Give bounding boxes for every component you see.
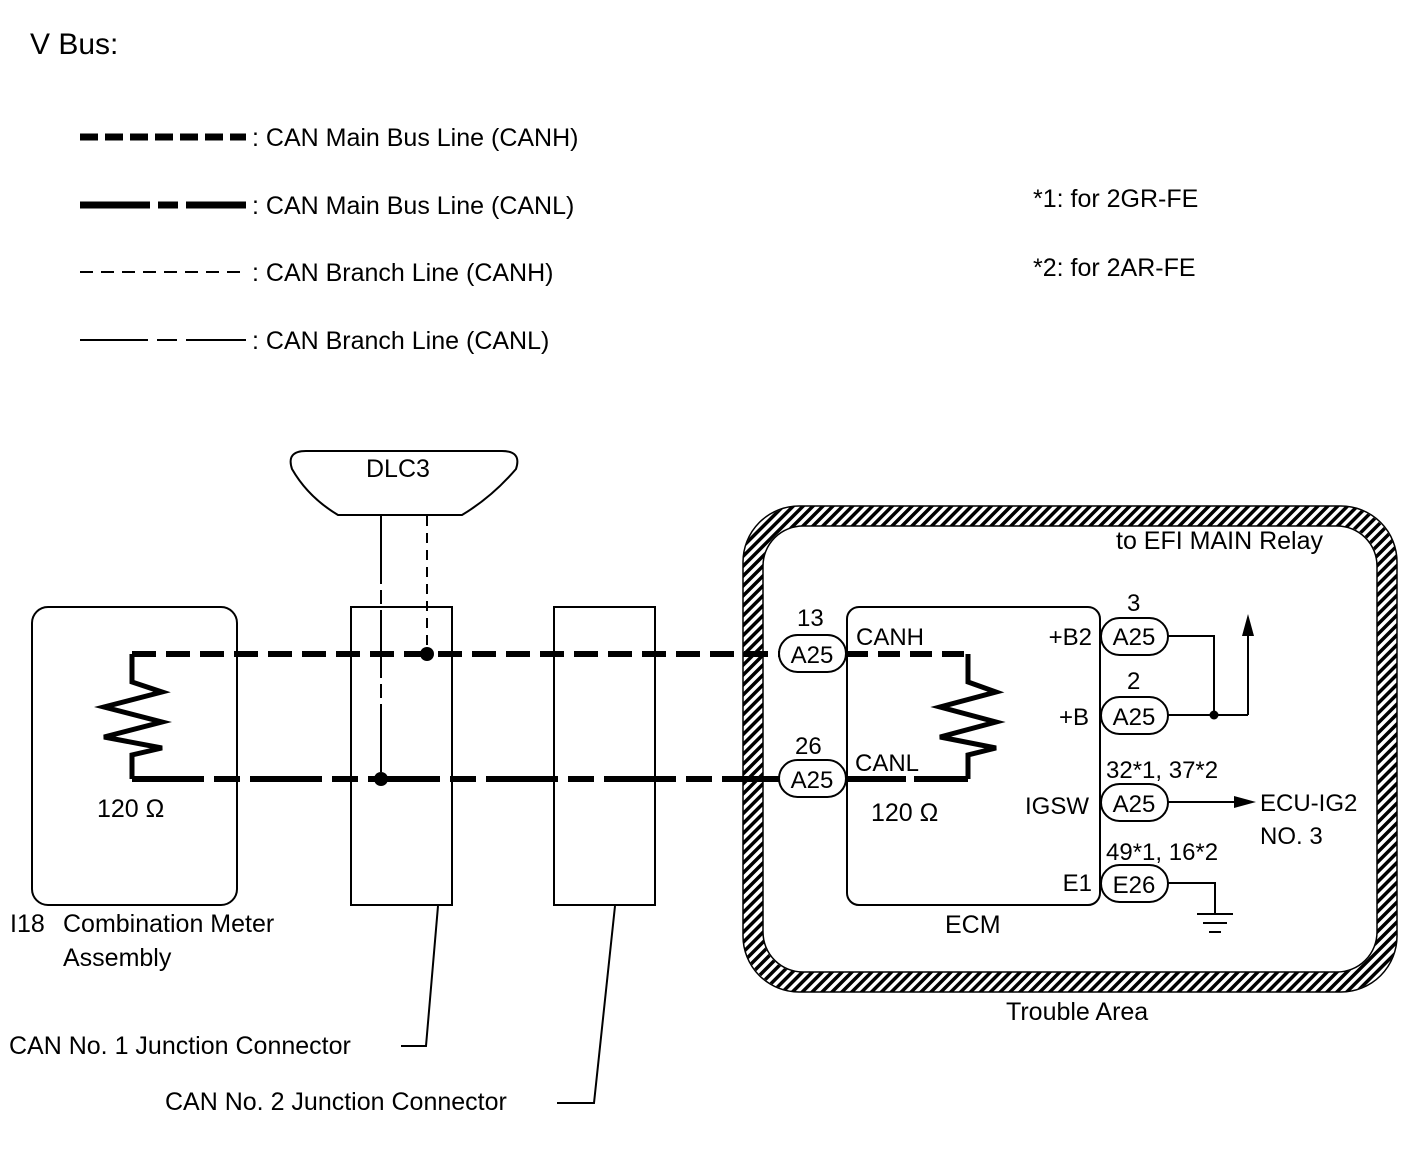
b-pin-number: 2	[1127, 668, 1140, 695]
canh-connector-code: A25	[791, 642, 834, 669]
igsw-connector-code: A25	[1113, 791, 1156, 818]
ecu-ig2-label-line2: NO. 3	[1260, 823, 1323, 850]
igsw-signal: IGSW	[1025, 793, 1089, 820]
ecu-ig2-arrow-icon	[1234, 796, 1256, 808]
ecm-label: ECM	[945, 911, 1001, 939]
junction2-label: CAN No. 2 Junction Connector	[165, 1088, 507, 1116]
page-title: V Bus:	[30, 28, 118, 61]
dlc3-label: DLC3	[366, 455, 430, 483]
b2-wire	[1168, 635, 1215, 715]
legend: : CAN Main Bus Line (CANH) : CAN Main Bu…	[80, 124, 578, 355]
b-signal: +B	[1059, 704, 1089, 731]
dlc3-connector	[289, 450, 519, 516]
junction-connector-1-box	[350, 606, 453, 906]
junction-connector-2-box	[553, 606, 656, 906]
canh-splice-point	[420, 647, 434, 661]
trouble-area-inner-border	[762, 525, 1378, 973]
power-splice-point	[1209, 710, 1219, 720]
ecm-resistor	[930, 654, 1006, 779]
meter-code: I18	[10, 910, 45, 938]
e1-signal: E1	[1063, 870, 1092, 897]
e1-ground-wire	[1168, 882, 1216, 914]
ground-icon	[1197, 913, 1233, 933]
efi-relay-arrow-icon	[1242, 614, 1254, 636]
legend-label-main-canl: : CAN Main Bus Line (CANL)	[252, 192, 574, 220]
canh-connector-oval	[778, 634, 847, 673]
legend-label-branch-canh: : CAN Branch Line (CANH)	[252, 259, 553, 287]
b2-pin-number: 3	[1127, 590, 1140, 617]
canh-pin-number: 13	[797, 605, 824, 632]
junction1-label: CAN No. 1 Junction Connector	[9, 1032, 351, 1060]
ecu-ig2-label-line1: ECU-IG2	[1260, 790, 1357, 817]
canl-pin-number: 26	[795, 733, 822, 760]
legend-label-main-canh: : CAN Main Bus Line (CANH)	[252, 124, 578, 152]
trouble-area-frame	[743, 506, 1397, 992]
canh-signal: CANH	[856, 624, 924, 651]
note-2gr-fe: *1: for 2GR-FE	[1033, 185, 1198, 213]
b2-signal: +B2	[1049, 624, 1092, 651]
junction1-leader	[401, 905, 439, 1047]
e1-connector-code: E26	[1113, 872, 1156, 899]
legend-label-branch-canl: : CAN Branch Line (CANL)	[252, 327, 549, 355]
meter-name-line1: Combination Meter	[63, 910, 274, 938]
e1-pin-number: 49*1, 16*2	[1106, 839, 1218, 866]
canl-splice-point	[374, 772, 388, 786]
junction2-leader	[557, 905, 616, 1104]
meter-resistor-value: 120 Ω	[97, 795, 164, 823]
igsw-pin-number: 32*1, 37*2	[1106, 757, 1218, 784]
b2-connector-code: A25	[1113, 624, 1156, 651]
b-connector-code: A25	[1113, 704, 1156, 731]
canl-connector-code: A25	[791, 767, 834, 794]
trouble-area-outer-border	[742, 505, 1398, 993]
trouble-area-label: Trouble Area	[1006, 998, 1148, 1026]
canl-signal: CANL	[855, 750, 919, 777]
efi-main-relay-label: to EFI MAIN Relay	[1116, 527, 1323, 555]
meter-name-line2: Assembly	[63, 944, 172, 972]
note-2ar-fe: *2: for 2AR-FE	[1033, 254, 1196, 282]
canl-connector-oval	[778, 759, 847, 798]
ecm-resistor-value: 120 Ω	[871, 799, 938, 827]
meter-resistor	[94, 654, 172, 779]
